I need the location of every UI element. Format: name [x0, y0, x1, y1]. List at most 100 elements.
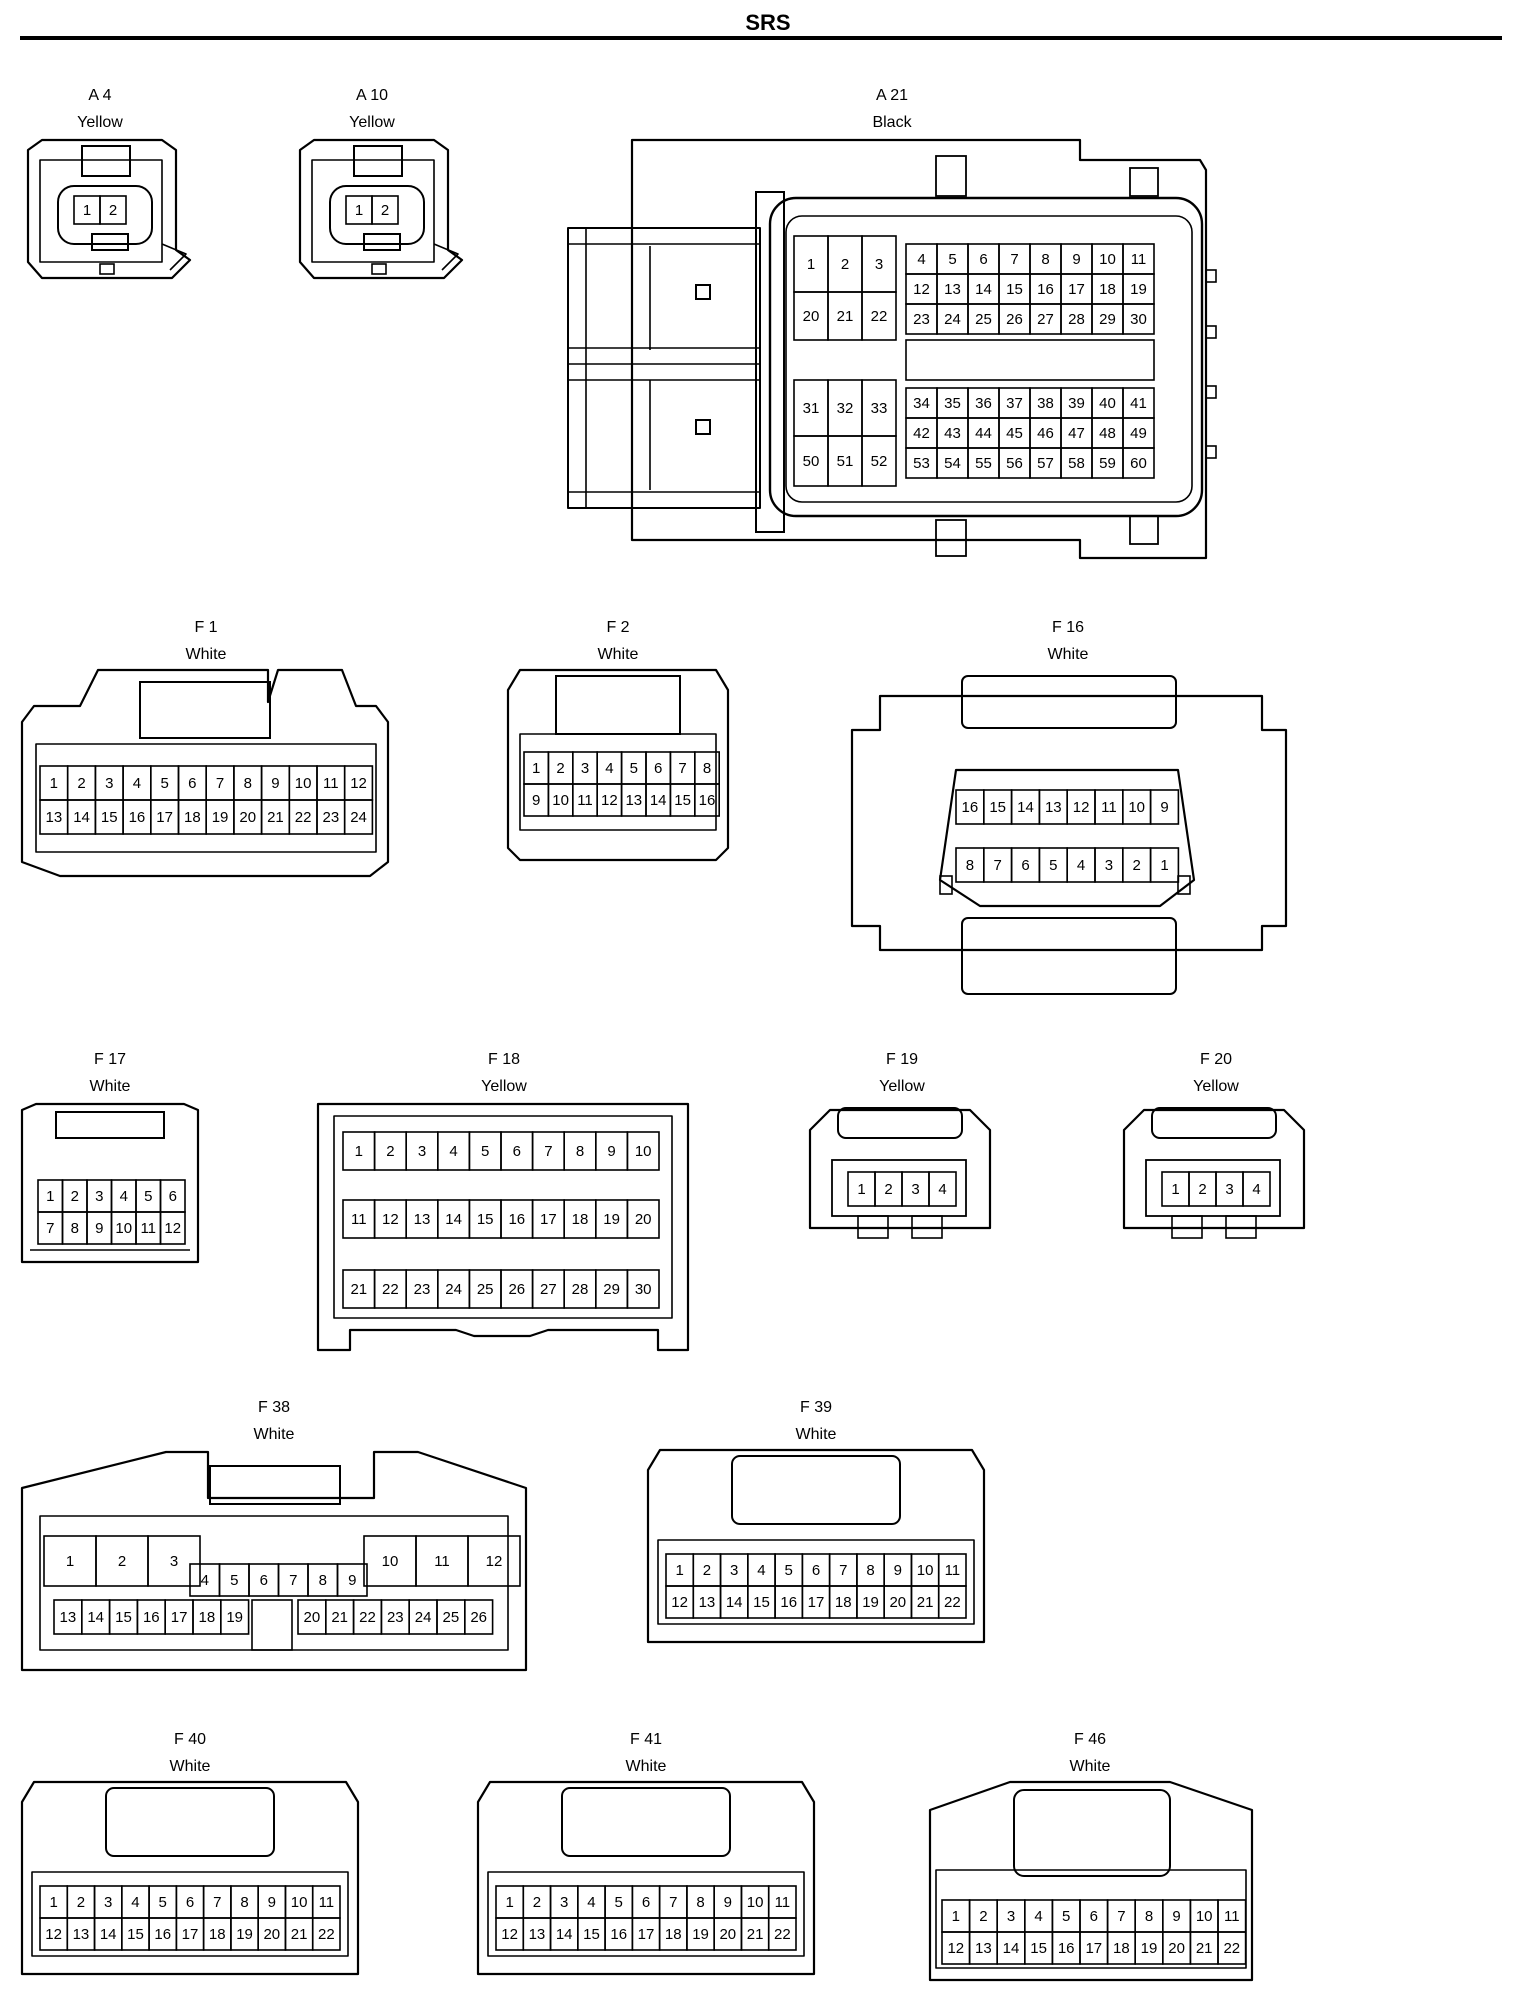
- pin-18: 18: [199, 1609, 216, 1626]
- pin-cell: [336, 1563, 368, 1597]
- pin-2: 2: [118, 1553, 126, 1570]
- pin-13: 13: [46, 809, 63, 826]
- pin-24: 24: [445, 1281, 462, 1298]
- outline: [561, 1787, 731, 1857]
- pin-4: 4: [120, 1188, 128, 1205]
- pin-15: 15: [115, 1609, 132, 1626]
- connector-color: Black: [872, 114, 912, 131]
- pin-14: 14: [975, 281, 992, 298]
- pin-33: 33: [871, 400, 888, 417]
- outline: [785, 215, 1193, 503]
- page-title: SRS: [745, 10, 791, 35]
- pin-3: 3: [95, 1188, 103, 1205]
- pin-3: 3: [104, 1894, 112, 1911]
- pin-4: 4: [1034, 1908, 1042, 1925]
- outline: [1013, 1789, 1171, 1877]
- pin-1: 1: [505, 1894, 513, 1911]
- pin-46: 46: [1037, 425, 1054, 442]
- pin-27: 27: [540, 1281, 557, 1298]
- pin-6: 6: [812, 1562, 820, 1579]
- pin-20: 20: [1168, 1940, 1185, 1957]
- pin-19: 19: [862, 1594, 879, 1611]
- pin-1: 1: [675, 1562, 683, 1579]
- pin-3: 3: [1007, 1908, 1015, 1925]
- outline: [329, 185, 425, 245]
- pin-26: 26: [508, 1281, 525, 1298]
- outline: [1225, 1215, 1257, 1239]
- pin-2: 2: [381, 202, 389, 219]
- connector-code: F 1: [194, 619, 217, 636]
- outline: [35, 743, 377, 853]
- pin-5: 5: [481, 1143, 489, 1160]
- outline: [20, 1780, 360, 1976]
- pin-27: 27: [1037, 311, 1054, 328]
- pin-31: 31: [803, 400, 820, 417]
- pin-4: 4: [1252, 1181, 1260, 1198]
- pin-3: 3: [730, 1562, 738, 1579]
- outline: [91, 233, 129, 251]
- pin-9: 9: [271, 775, 279, 792]
- outline: [731, 1455, 901, 1525]
- pin-15: 15: [989, 799, 1006, 816]
- outline: [695, 419, 711, 435]
- connector-color: Yellow: [481, 1078, 527, 1095]
- pin-1: 1: [952, 1908, 960, 1925]
- pin-17: 17: [156, 809, 173, 826]
- pin-1: 1: [83, 202, 91, 219]
- pin-cell: [693, 783, 720, 817]
- pin-22: 22: [871, 308, 888, 325]
- pin-25: 25: [443, 1609, 460, 1626]
- pin-29: 29: [1099, 311, 1116, 328]
- pin-15: 15: [127, 1926, 144, 1943]
- pin-14: 14: [445, 1211, 462, 1228]
- pin-19: 19: [226, 1609, 243, 1626]
- pin-10: 10: [552, 792, 569, 809]
- pin-24: 24: [944, 311, 961, 328]
- pin-4: 4: [1077, 857, 1085, 874]
- outline: [39, 1515, 509, 1651]
- pin-10: 10: [1099, 251, 1116, 268]
- pin-7: 7: [678, 760, 686, 777]
- pin-9: 9: [1072, 251, 1080, 268]
- connector-color: White: [170, 1758, 211, 1775]
- pin-20: 20: [239, 809, 256, 826]
- pin-cell: [467, 1535, 521, 1587]
- pin-8: 8: [696, 1894, 704, 1911]
- outline: [831, 1159, 967, 1217]
- connector-color: White: [796, 1426, 837, 1443]
- pin-cell: [767, 1917, 797, 1951]
- pin-15: 15: [753, 1594, 770, 1611]
- pin-18: 18: [209, 1926, 226, 1943]
- connector-code: F 41: [630, 1731, 662, 1748]
- connector-code: F 19: [886, 1051, 918, 1068]
- outline: [1151, 1107, 1277, 1139]
- pin-25: 25: [477, 1281, 494, 1298]
- pin-5: 5: [160, 775, 168, 792]
- pin-56: 56: [1006, 455, 1023, 472]
- pin-45: 45: [1006, 425, 1023, 442]
- pin-23: 23: [414, 1281, 431, 1298]
- pin-8: 8: [240, 1894, 248, 1911]
- connector-color: Yellow: [77, 114, 123, 131]
- pin-23: 23: [323, 809, 340, 826]
- pin-13: 13: [414, 1211, 431, 1228]
- pin-14: 14: [1003, 1940, 1020, 1957]
- pin-26: 26: [470, 1609, 487, 1626]
- pin-5: 5: [159, 1894, 167, 1911]
- pin-11: 11: [319, 1894, 335, 1911]
- pin-1: 1: [50, 775, 58, 792]
- pin-cell: [626, 1199, 660, 1239]
- pin-14: 14: [100, 1926, 117, 1943]
- outline: [646, 1448, 986, 1644]
- pin-13: 13: [699, 1594, 716, 1611]
- pin-2: 2: [884, 1181, 892, 1198]
- outline: [1122, 1108, 1306, 1230]
- pin-3: 3: [418, 1143, 426, 1160]
- outline: [298, 138, 464, 280]
